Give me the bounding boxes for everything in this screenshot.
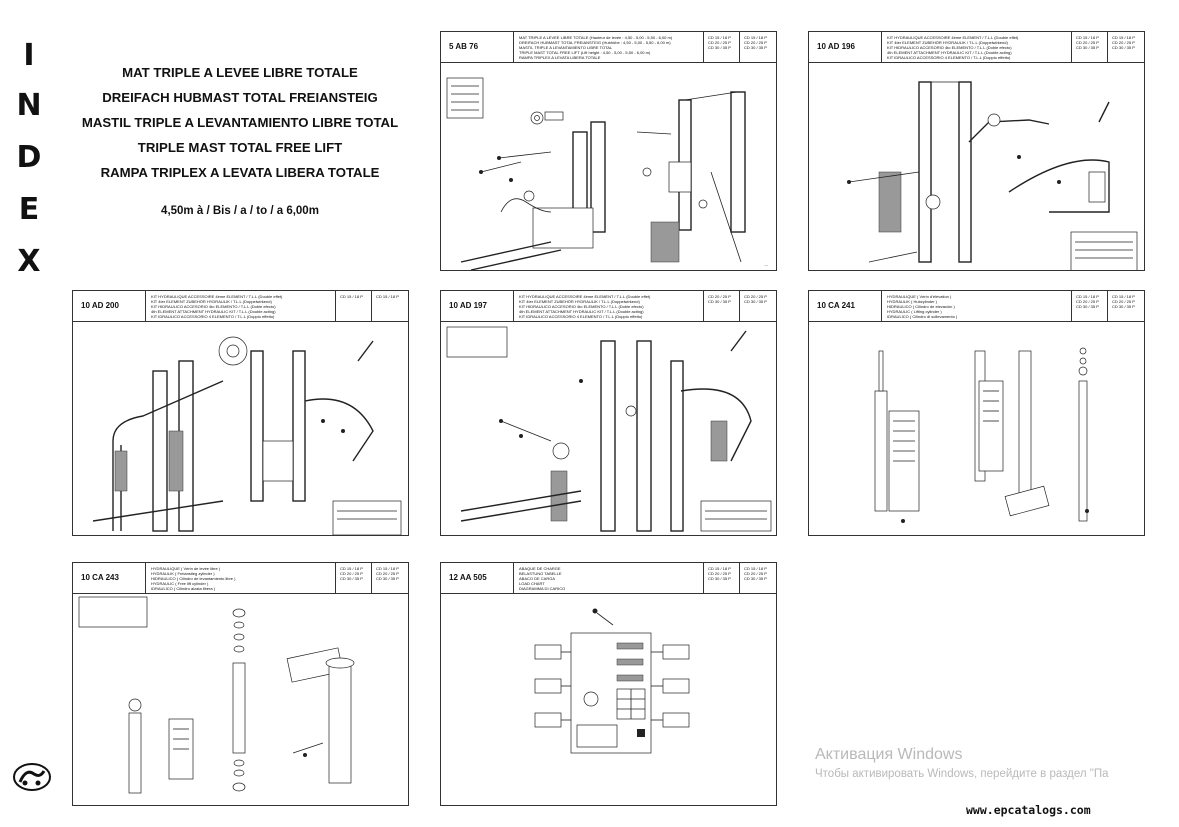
title-line-en: TRIPLE MAST TOTAL FREE LIFT xyxy=(137,140,343,155)
load-chart-diagram xyxy=(534,608,690,754)
model-column: CD 15 / 18 P xyxy=(371,291,405,321)
title-line-it: RAMPA TRIPLEX A LEVATA LIBERA TOTALE xyxy=(100,165,380,180)
mast-exploded-diagram xyxy=(446,77,746,270)
page-description: HYDRAULIQUE ( Vérin d'élévation )HYDRAUL… xyxy=(887,294,958,319)
page-code: 5 AB 76 xyxy=(441,32,514,62)
page-code: 10 AD 200 xyxy=(73,291,146,321)
page-code: 10 CA 243 xyxy=(73,563,146,593)
page-description: MAT TRIPLE A LEVEE LIBRE TOTALE (Hauteur… xyxy=(519,35,673,60)
page-description: KIT HYDRAULIQUE ACCESSOIRE 4ème ELEMENT … xyxy=(519,294,651,319)
page-code: 10 AD 197 xyxy=(441,291,514,321)
hydraulic-kit-diagram xyxy=(446,326,772,532)
page-code: 10 AD 196 xyxy=(809,32,882,62)
title-line-fr: MAT TRIPLE A LEVEE LIBRE TOTALE xyxy=(122,65,358,80)
page-header: 10 CA 241 HYDRAULIQUE ( Vérin d'élévatio… xyxy=(809,291,1144,322)
hydraulic-kit-diagram xyxy=(92,336,402,535)
model-column: CD 15 / 18 P xyxy=(335,291,369,321)
page-code: 10 CA 241 xyxy=(809,291,882,321)
lift-height-range: 4,50m à / Bis / a / to / a 6,00m xyxy=(161,205,319,217)
free-lift-cylinder-diagram xyxy=(78,596,355,794)
catalog-page-10ad196[interactable]: 10 AD 196 KIT HYDRAULIQUE ACCESSOIRE 4èm… xyxy=(808,31,1145,271)
index-letter-e: E xyxy=(18,192,40,227)
page-header: 10 AD 196 KIT HYDRAULIQUE ACCESSOIRE 4èm… xyxy=(809,32,1144,63)
lift-cylinder-diagram xyxy=(874,347,1089,523)
catalog-page-10ad200[interactable]: 10 AD 200 KIT HYDRAULIQUE ACCESSOIRE 4èm… xyxy=(72,290,409,536)
page-header: 5 AB 76 MAT TRIPLE A LEVEE LIBRE TOTALE … xyxy=(441,32,776,63)
title-line-de: DREIFACH HUBMAST TOTAL FREIANSTEIG xyxy=(102,90,378,105)
index-letter-n: N xyxy=(16,88,42,123)
page-description: KIT HYDRAULIQUE ACCESSOIRE 4ème ELEMENT … xyxy=(887,35,1019,60)
title-line-es: MASTIL TRIPLE A LEVANTAMIENTO LIBRE TOTA… xyxy=(81,115,399,130)
index-letter-x: X xyxy=(17,244,41,279)
page-code: 12 AA 505 xyxy=(441,563,514,593)
title-block: MAT TRIPLE A LEVEE LIBRE TOTALE DREIFACH… xyxy=(60,60,420,217)
hydraulic-kit-diagram xyxy=(847,81,1138,270)
index-letter-i: I xyxy=(23,38,35,73)
windows-activation-message: Чтобы активировать Windows, перейдите в … xyxy=(815,768,1109,780)
brand-logo-icon xyxy=(13,763,51,791)
catalog-page-10ad197[interactable]: 10 AD 197 KIT HYDRAULIQUE ACCESSOIRE 4èm… xyxy=(440,290,777,536)
catalog-page-5ab76[interactable]: 5 AB 76 MAT TRIPLE A LEVEE LIBRE TOTALE … xyxy=(440,31,777,271)
catalog-page-10ca241[interactable]: 10 CA 241 HYDRAULIQUE ( Vérin d'élévatio… xyxy=(808,290,1145,536)
page-header: 10 AD 197 KIT HYDRAULIQUE ACCESSOIRE 4èm… xyxy=(441,291,776,322)
page-description: KIT HYDRAULIQUE ACCESSOIRE 4ème ELEMENT … xyxy=(151,294,283,319)
page-header: 10 CA 243 HYDRAULIQUE ( Vérin de levée l… xyxy=(73,563,408,594)
site-watermark[interactable]: www.epcatalogs.com xyxy=(966,803,1091,817)
index-letter-d: D xyxy=(16,140,42,175)
page-description: HYDRAULIQUE ( Vérin de levée libre )HYDR… xyxy=(151,566,236,591)
catalog-page-10ca243[interactable]: 10 CA 243 HYDRAULIQUE ( Vérin de levée l… xyxy=(72,562,409,806)
page-header: 10 AD 200 KIT HYDRAULIQUE ACCESSOIRE 4èm… xyxy=(73,291,408,322)
windows-activation-title: Активация Windows xyxy=(815,746,963,763)
